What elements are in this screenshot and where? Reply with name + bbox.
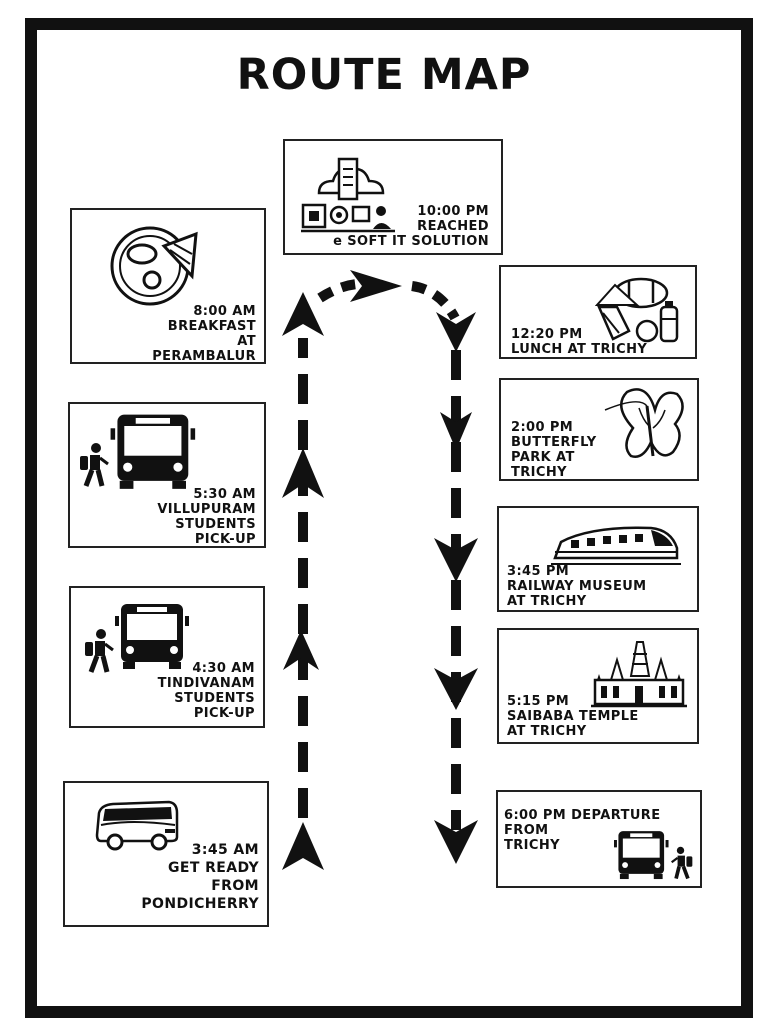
it-technology-icon bbox=[301, 157, 395, 233]
stop-time: 2:00 PM bbox=[511, 420, 574, 435]
stop-card-saibaba: 5:15 PM SAIBABA TEMPLE AT TRICHY bbox=[497, 628, 699, 744]
stop-line: PONDICHERRY bbox=[141, 896, 259, 912]
stop-card-pondicherry: 3:45 AM GET READY FROM PONDICHERRY bbox=[63, 781, 269, 927]
stop-card-villupuram: 5:30 AM VILLUPURAM STUDENTS PICK-UP bbox=[68, 402, 266, 548]
page-title: ROUTE MAP bbox=[236, 50, 532, 100]
temple-icon bbox=[591, 641, 687, 708]
breakfast-plate-icon bbox=[110, 226, 198, 306]
stop-line: FROM bbox=[504, 823, 549, 838]
tour-bus-icon bbox=[95, 800, 179, 851]
stop-line: STUDENTS bbox=[174, 691, 255, 706]
stop-time: 8:00 AM bbox=[193, 304, 256, 319]
stop-line: e SOFT IT SOLUTION bbox=[333, 234, 489, 249]
stop-card-departure: 6:00 PM DEPARTURE FROM TRICHY bbox=[496, 790, 702, 888]
stop-line: TINDIVANAM bbox=[157, 676, 255, 691]
stop-time: 6:00 PM bbox=[504, 808, 567, 823]
stop-line: PICK-UP bbox=[193, 706, 255, 721]
stop-line: AT TRICHY bbox=[507, 724, 587, 739]
stop-card-tindivanam: 4:30 AM TINDIVANAM STUDENTS PICK-UP bbox=[69, 586, 265, 728]
stop-line: REACHED bbox=[417, 219, 489, 234]
stop-line: AT TRICHY bbox=[507, 594, 587, 609]
bus-icon bbox=[115, 604, 189, 669]
stop-line: PERAMBALUR bbox=[152, 349, 256, 364]
hiker-icon bbox=[80, 443, 109, 487]
stop-line: LUNCH AT TRICHY bbox=[511, 342, 648, 357]
stop-card-esoft: 10:00 PM REACHED e SOFT IT SOLUTION bbox=[283, 139, 503, 255]
stop-time: 10:00 PM bbox=[417, 204, 489, 219]
bus-icon bbox=[614, 831, 669, 880]
stop-line: AT bbox=[237, 334, 256, 349]
stop-time: 4:30 AM bbox=[192, 661, 255, 676]
stop-line: BREAKFAST bbox=[167, 319, 256, 334]
stop-card-butterfly: 2:00 PM BUTTERFLY PARK AT TRICHY bbox=[499, 378, 699, 481]
stop-line: TRICHY bbox=[511, 465, 567, 480]
stop-line: VILLUPURAM bbox=[157, 502, 256, 517]
stop-line: SAIBABA TEMPLE bbox=[507, 709, 639, 724]
train-icon bbox=[551, 526, 681, 565]
stop-line: STUDENTS bbox=[175, 517, 256, 532]
stop-line: PARK AT bbox=[511, 450, 575, 465]
stop-card-lunch: 12:20 PM LUNCH AT TRICHY bbox=[499, 265, 697, 359]
butterfly-icon bbox=[604, 388, 684, 458]
stop-line: PICK-UP bbox=[194, 532, 256, 547]
stop-line: BUTTERFLY bbox=[511, 435, 597, 450]
stop-line: RAILWAY MUSEUM bbox=[507, 579, 647, 594]
stop-time: 12:20 PM bbox=[511, 327, 583, 342]
hiker-icon bbox=[85, 629, 114, 673]
stop-line: DEPARTURE bbox=[571, 808, 661, 823]
stop-time: 3:45 PM bbox=[507, 564, 570, 579]
bus-icon bbox=[110, 414, 196, 489]
stop-line: GET READY bbox=[168, 860, 259, 876]
stop-line: TRICHY bbox=[504, 838, 560, 853]
stop-time: 3:45 AM bbox=[191, 842, 259, 858]
stop-line: FROM bbox=[211, 878, 259, 894]
stop-line: 6:00 PM DEPARTURE bbox=[504, 808, 661, 823]
hiker-icon bbox=[670, 846, 693, 880]
stop-time: 5:15 PM bbox=[507, 694, 570, 709]
stop-time: 5:30 AM bbox=[193, 487, 256, 502]
stop-card-perambalur: 8:00 AM BREAKFAST AT PERAMBALUR bbox=[70, 208, 266, 364]
lunch-meal-icon bbox=[595, 277, 679, 343]
stop-card-railway: 3:45 PM RAILWAY MUSEUM AT TRICHY bbox=[497, 506, 699, 612]
